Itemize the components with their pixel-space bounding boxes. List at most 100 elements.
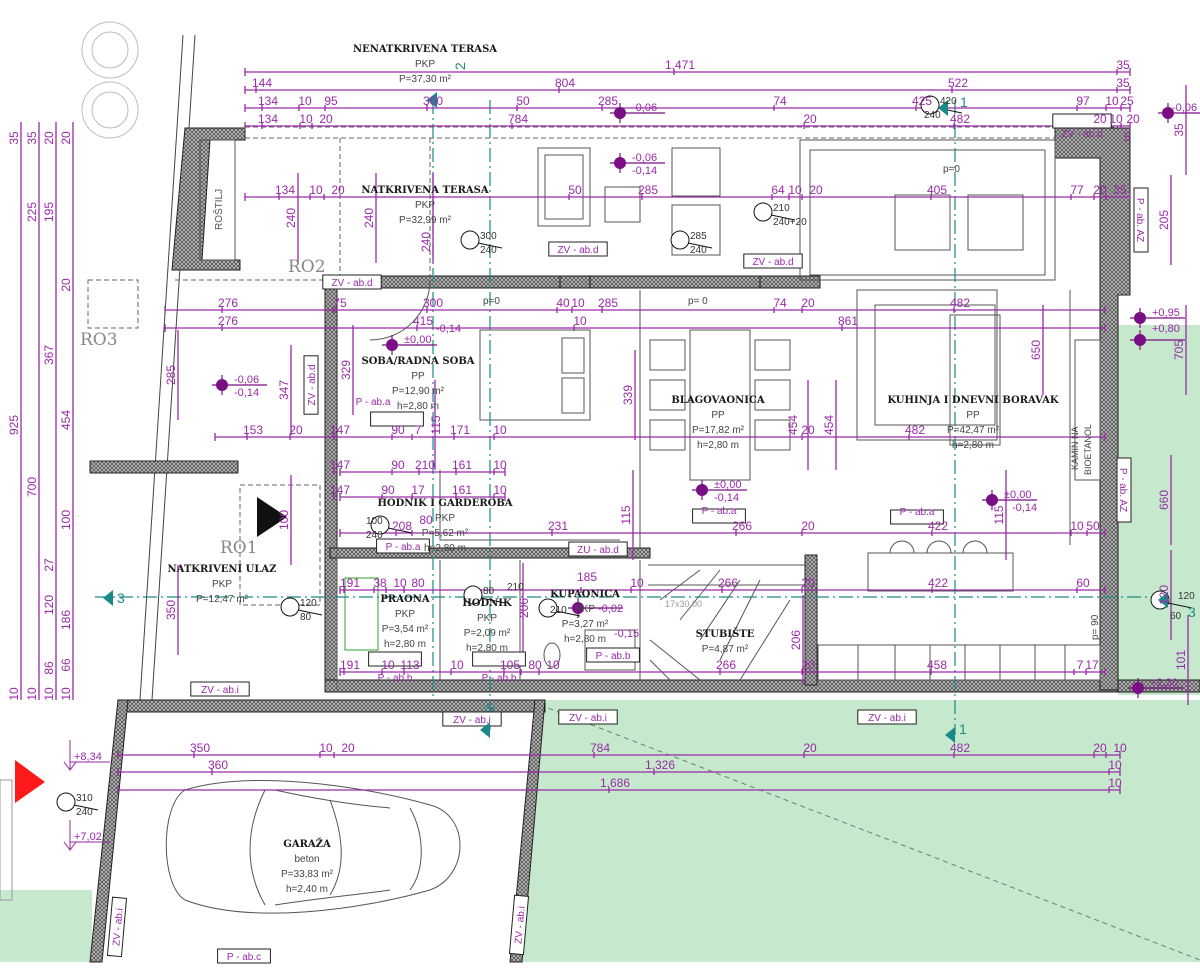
opening-height: 80 — [300, 612, 312, 623]
elevation-value: +8,34 — [74, 751, 102, 763]
tag-box — [376, 538, 430, 554]
tag-box — [558, 709, 618, 725]
level-value: -0,14 — [632, 165, 657, 177]
dimension-value: 285 — [598, 296, 618, 310]
dimension-value: 360 — [208, 758, 228, 772]
opening-height: 60 — [1170, 611, 1182, 622]
armchair — [967, 194, 1024, 251]
dimension-value: 144 — [252, 76, 272, 90]
opening-width: 310 — [76, 793, 93, 804]
dimension-value: 10 — [1113, 741, 1127, 755]
opening-height: 240 — [690, 245, 707, 256]
dimension-row-top — [244, 122, 1131, 130]
dimension-value: 10 — [493, 483, 507, 497]
material-tag — [558, 709, 618, 725]
dimension-value: 20 — [801, 519, 815, 533]
interior-lines — [336, 139, 1071, 690]
tag-box — [548, 241, 608, 257]
opening-marker — [56, 792, 99, 812]
section-arrow-icon — [938, 100, 948, 116]
level-value: -0,06 — [234, 374, 259, 386]
sofa — [537, 147, 591, 227]
level-marker — [692, 480, 747, 500]
tag-label: P - ab. AZ — [1117, 468, 1128, 512]
dimension-value: 115 — [992, 505, 1006, 524]
tag-label: P - ab. AZ — [1134, 198, 1145, 242]
room-area: P=3,54 m² — [382, 624, 429, 635]
dimension-value: 161 — [452, 483, 472, 497]
elevation-marker — [63, 820, 110, 851]
room-name: NENATKRIVENA TERASA — [353, 44, 497, 55]
opening-marker — [460, 230, 503, 250]
dimension-value: 10 — [7, 687, 21, 701]
tag-box — [1116, 457, 1132, 523]
tag-label: P - ab.a — [356, 397, 391, 408]
room-area: P=12,90 m² — [392, 386, 445, 397]
dimension-value: 225 — [25, 202, 39, 222]
dimension-value: 171 — [450, 423, 470, 437]
dimension-value: 285 — [164, 365, 178, 385]
dimension-value: 482 — [950, 112, 970, 126]
material-tag — [190, 681, 250, 697]
room-finish: beton — [294, 854, 319, 865]
dimension-value: 20 — [803, 741, 817, 755]
dimension-value: 1.686 — [600, 776, 630, 790]
dimension-value: 10 — [571, 296, 585, 310]
dimension-value: 77 — [1070, 183, 1084, 197]
level-value: -0,06 — [1172, 102, 1197, 114]
dimension-value: 405 — [927, 183, 947, 197]
level-value: ±0,00 — [714, 479, 741, 491]
section-marker — [103, 590, 113, 606]
dimension-value: 10 — [450, 658, 464, 672]
dimension-value: 10 — [298, 94, 312, 108]
sill-label: p=0 — [483, 296, 500, 307]
room-area: P=37,30 m² — [399, 74, 452, 85]
dimension-value: 20 — [289, 423, 303, 437]
dimension-value: 10 — [299, 112, 313, 126]
terrace-outlines — [87, 126, 1118, 606]
dimension-row-inner — [164, 306, 1106, 314]
opening-width: 210 — [773, 203, 790, 214]
living-sofa — [856, 289, 998, 441]
dimension-value: 660 — [1157, 490, 1171, 510]
section-number: 1 — [959, 721, 967, 737]
dimension-value: 240 — [284, 208, 298, 228]
material-tag — [106, 896, 128, 958]
dimension-row-bottom — [117, 768, 1121, 776]
dimension-value: 10 — [493, 423, 507, 437]
tag-label: ZU - ab.d — [577, 545, 619, 556]
dimension-value: 10 — [381, 658, 395, 672]
level-marker — [1130, 330, 1185, 350]
room-finish: PKP — [415, 59, 435, 70]
dimension-value: 350 — [164, 600, 178, 620]
dining-table — [689, 329, 751, 481]
section-number: 2 — [452, 62, 468, 70]
room-area: P=17,82 m² — [692, 425, 745, 436]
dimension-value: 339 — [621, 385, 635, 405]
dimension-value: 20 — [801, 576, 815, 590]
dimension-value: 20 — [1093, 741, 1107, 755]
dimension-value: 20 — [801, 658, 815, 672]
level-value: -0,14 — [714, 492, 739, 504]
opening-symbol-icon — [56, 792, 76, 812]
dimension-value: 153 — [243, 423, 263, 437]
dimension-value: 35 — [1116, 58, 1130, 72]
room-name: BLAGOVAONICA — [671, 395, 765, 406]
section-arrow-icon — [480, 722, 490, 738]
room-height: h=2,40 m — [286, 884, 328, 895]
material-tag — [303, 355, 319, 415]
opening-height: 240 — [76, 807, 93, 818]
dimension-value: 75 — [333, 296, 347, 310]
tag-box — [368, 651, 422, 667]
room-finish: PKP — [415, 200, 435, 211]
opening-height: 210 — [507, 582, 524, 593]
material-tag — [1133, 187, 1149, 253]
level-value: -0,06 — [632, 102, 657, 114]
dimension-value: 784 — [590, 741, 610, 755]
dimension-value: 266 — [718, 576, 738, 590]
entrance-arrow — [15, 760, 45, 803]
dimension-value: 422 — [928, 576, 948, 590]
dimension-row-inner — [339, 668, 1106, 676]
